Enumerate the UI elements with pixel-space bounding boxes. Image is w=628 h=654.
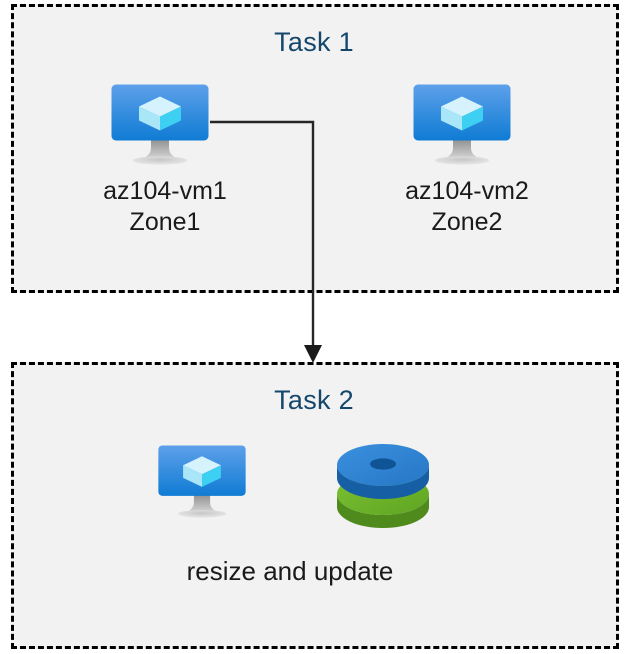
vm2-name: az104-vm2 (405, 177, 529, 205)
vm2-label: az104-vm2 Zone2 (357, 176, 577, 238)
vm1-label: az104-vm1 Zone1 (55, 176, 275, 238)
virtual-machine-icon[interactable] (157, 444, 247, 518)
task2-caption: resize and update (186, 556, 394, 586)
vm1-name: az104-vm1 (103, 177, 227, 205)
vm1-zone: Zone1 (129, 208, 201, 236)
task2-title: Task 2 (274, 385, 354, 415)
virtual-machine-icon[interactable] (110, 83, 210, 165)
task2-container (11, 362, 619, 649)
virtual-machine-icon[interactable] (412, 83, 512, 165)
vm2-zone: Zone2 (431, 208, 503, 236)
managed-disks-icon[interactable] (333, 443, 433, 529)
task1-container (11, 4, 619, 293)
task1-title: Task 1 (274, 27, 354, 57)
